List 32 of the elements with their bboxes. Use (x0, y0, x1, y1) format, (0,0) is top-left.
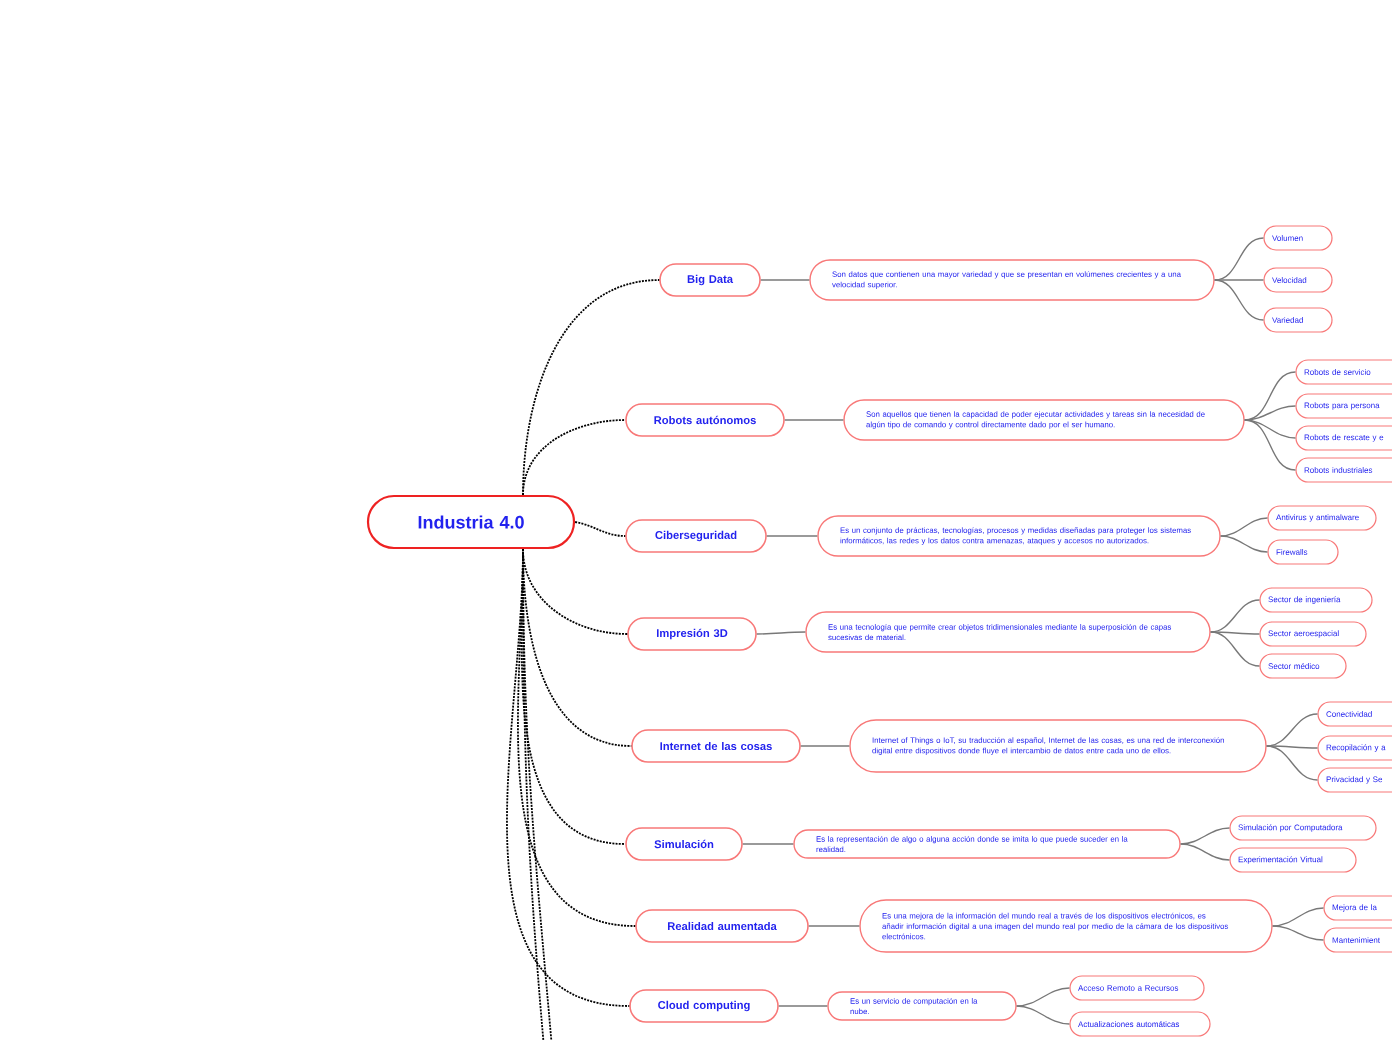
connector-line (800, 745, 850, 747)
connector-line (760, 279, 810, 281)
connector-line (1220, 535, 1269, 553)
connector-line (1180, 827, 1231, 845)
connector-line (1210, 631, 1261, 667)
dotted-connector (522, 548, 545, 1040)
connector-line (1244, 405, 1297, 421)
connector-line (1272, 907, 1325, 927)
connector-line (1244, 419, 1297, 471)
connector-line (1220, 517, 1269, 537)
connector-line (1210, 631, 1261, 635)
connector-line (784, 419, 844, 421)
connector-line (1214, 279, 1265, 321)
connector-line (778, 1005, 828, 1007)
dotted-connector (574, 521, 627, 537)
connector-line (1210, 599, 1261, 633)
central-topic-box: Industria 4.0 (366, 494, 576, 550)
connector-line (808, 925, 860, 927)
connector-line (1266, 745, 1319, 781)
connector-line (756, 631, 806, 635)
connector-line (742, 843, 794, 845)
connector-line (1016, 1005, 1071, 1025)
connector-line (1214, 237, 1265, 281)
connector-line (1244, 371, 1297, 421)
connector-line (1016, 987, 1071, 1007)
connector-line (1180, 843, 1231, 861)
connector-line (1266, 713, 1319, 747)
connector-line (766, 535, 818, 537)
connector-line (1214, 279, 1265, 281)
connector-line (1266, 745, 1319, 749)
connector-line (1272, 925, 1325, 941)
dotted-connector (522, 419, 627, 496)
